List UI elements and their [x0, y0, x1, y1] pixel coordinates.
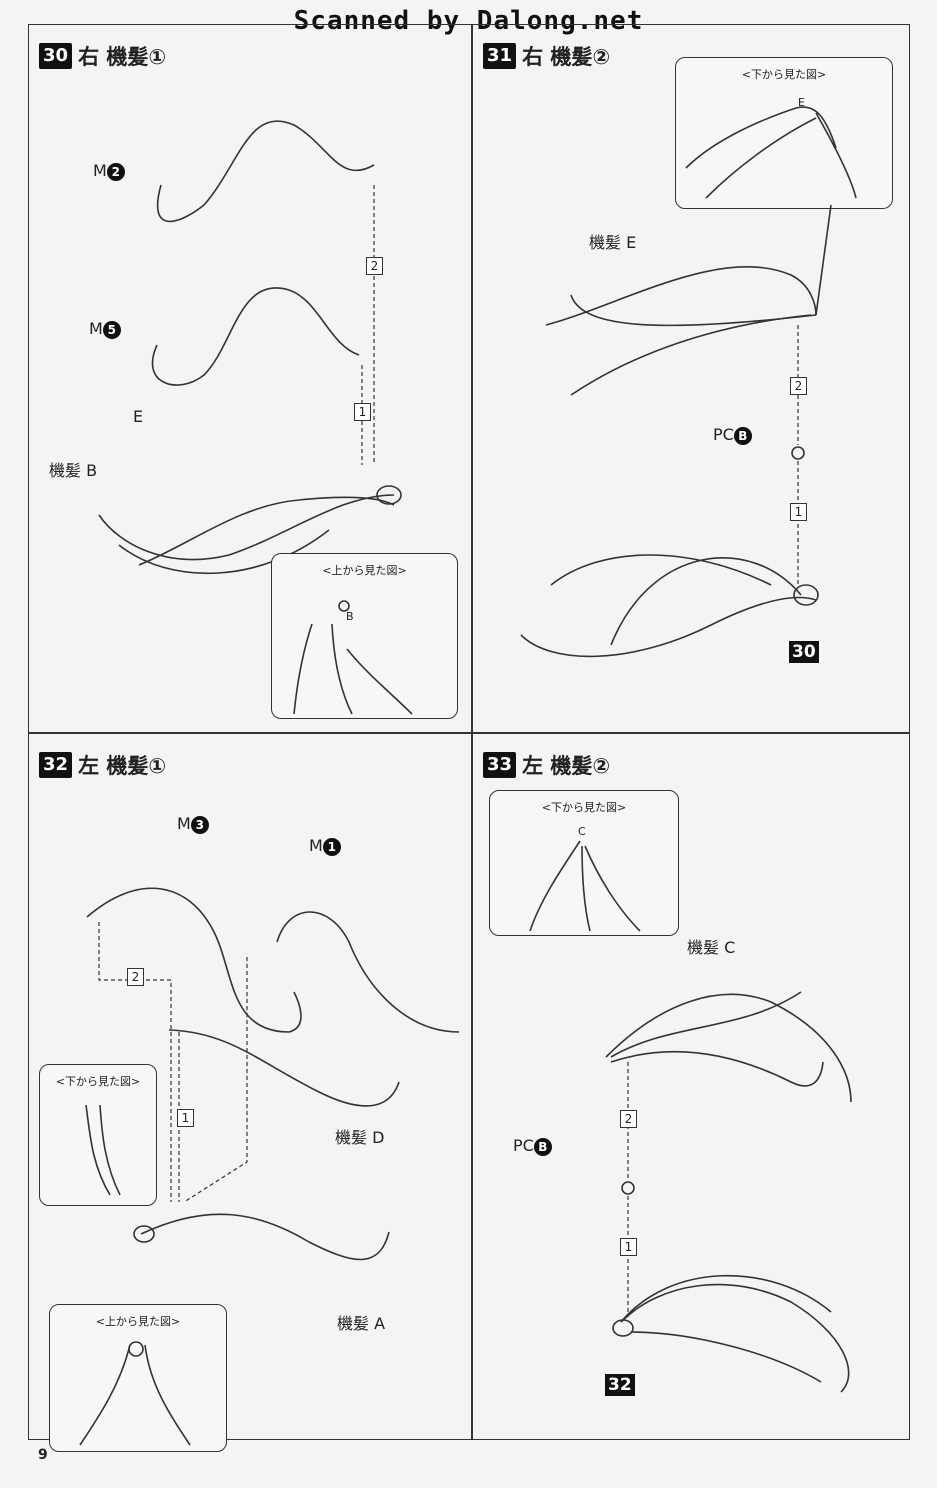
reference-step-badge: 32 [605, 1374, 635, 1396]
step-32-header: 32 左 機髪① [39, 750, 166, 780]
reference-step-badge: 30 [789, 641, 819, 663]
step-title: 右 機髪① [78, 45, 167, 69]
inset-mark: E [798, 96, 805, 109]
inset-title: <上から見た図> [95, 1315, 181, 1328]
horizontal-divider [29, 732, 909, 734]
step-title: 右 機髪② [522, 45, 611, 69]
inset-title: <下から見た図> [741, 68, 827, 81]
bottom-view-inset: <下から見た図> C [489, 790, 679, 936]
inset-mark: B [346, 610, 354, 623]
part-d-label: 機髪 D [335, 1128, 385, 1147]
order-marker-2: 2 [127, 968, 144, 986]
step-title: 左 機髪② [522, 754, 611, 778]
inset-drawing [85, 1104, 121, 1196]
part-e-label: 機髪 E [589, 233, 637, 252]
step-number: 33 [483, 752, 517, 778]
step-33-drawing [605, 991, 852, 1393]
step-31-header: 31 右 機髪② [483, 41, 610, 71]
scan-credit: Scanned by Dalong.net [293, 6, 644, 36]
base-part-label: 機髪 B [49, 461, 98, 480]
step-number: 30 [39, 43, 73, 69]
inset-drawing [79, 1341, 191, 1446]
inset-drawing [685, 106, 857, 199]
inset-title: <下から見た図> [55, 1075, 141, 1088]
part-e-label: E [133, 407, 144, 426]
step-title: 左 機髪① [78, 754, 167, 778]
inset-drawing [529, 840, 641, 932]
inset-title: <下から見た図> [541, 801, 627, 814]
bottom-view-inset: <下から見た図> [39, 1064, 157, 1206]
order-marker-2: 2 [366, 257, 383, 275]
order-marker-1: 1 [790, 503, 807, 521]
inset-drawing [293, 600, 413, 715]
top-view-inset: <上から見た図> [49, 1304, 227, 1452]
inset-title: <上から見た図> [322, 564, 407, 577]
step-30-drawing [98, 120, 402, 575]
part-c-label: 機髪 C [687, 938, 736, 957]
inset-mark: C [578, 825, 586, 838]
bottom-view-inset: <下から見た図> E [675, 57, 893, 209]
part-a-label: 機髪 A [337, 1314, 386, 1333]
order-marker-2: 2 [790, 377, 807, 395]
order-marker-1: 1 [620, 1238, 637, 1256]
top-view-inset: <上から見た図> B [271, 553, 458, 719]
step-33-header: 33 左 機髪② [483, 750, 610, 780]
step-31-drawing [520, 204, 832, 658]
order-marker-1: 1 [177, 1109, 194, 1127]
step-30-header: 30 右 機髪① [39, 41, 166, 71]
page-number: 9 [38, 1447, 48, 1463]
step-number: 32 [39, 752, 73, 778]
order-marker-1: 1 [354, 403, 371, 421]
step-number: 31 [483, 43, 517, 69]
order-marker-2: 2 [620, 1110, 637, 1128]
